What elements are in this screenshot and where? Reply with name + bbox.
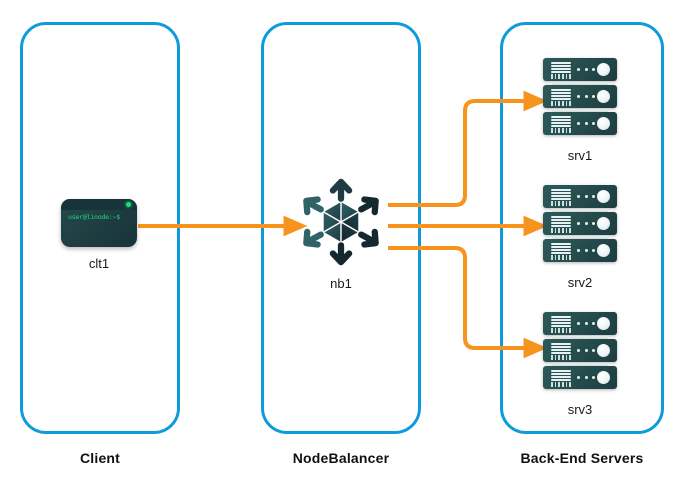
server-vents-icon <box>551 370 571 381</box>
terminal-prompt-text: user@linode:~$ <box>68 213 120 221</box>
nodebalancer-hex-core <box>322 200 360 244</box>
terminal-icon[interactable]: user@linode:~$ <box>61 199 137 247</box>
server-unit <box>543 112 617 135</box>
server-dots-icon <box>577 249 595 252</box>
server-ticks-icon <box>551 327 571 333</box>
nodebalancer-icon[interactable] <box>296 177 386 267</box>
server-dots-icon <box>577 376 595 379</box>
node-label-srv2: srv2 <box>567 275 593 290</box>
nodebalancer-arrows <box>303 178 379 266</box>
zone-servers <box>500 22 664 434</box>
server-ticks-icon <box>551 354 571 360</box>
server-led-icon <box>597 244 610 257</box>
server-ticks-icon <box>551 200 571 206</box>
node-label-nb1: nb1 <box>330 276 352 291</box>
server-led-icon <box>597 190 610 203</box>
server-vents-icon <box>551 62 571 73</box>
zone-label-nodebalancer: NodeBalancer <box>292 450 390 466</box>
server-dots-icon <box>577 222 595 225</box>
zone-client <box>20 22 180 434</box>
server-rack-icon-srv3[interactable] <box>543 312 617 390</box>
server-rail <box>552 336 608 339</box>
server-unit <box>543 366 617 389</box>
zone-label-servers: Back-End Servers <box>520 450 644 466</box>
server-rack-icon-srv2[interactable] <box>543 185 617 263</box>
server-ticks-icon <box>551 73 571 79</box>
server-led-icon <box>597 371 610 384</box>
server-dots-icon <box>577 95 595 98</box>
server-rail <box>552 363 608 366</box>
server-dots-icon <box>577 122 595 125</box>
node-label-srv1: srv1 <box>567 148 593 163</box>
server-vents-icon <box>551 243 571 254</box>
server-unit <box>543 312 617 335</box>
server-vents-icon <box>551 116 571 127</box>
server-vents-icon <box>551 343 571 354</box>
server-unit <box>543 239 617 262</box>
terminal-status-dot-icon <box>126 202 131 207</box>
server-ticks-icon <box>551 127 571 133</box>
server-unit <box>543 85 617 108</box>
server-rack-icon-srv1[interactable] <box>543 58 617 136</box>
server-dots-icon <box>577 322 595 325</box>
zone-label-client: Client <box>79 450 121 466</box>
server-unit <box>543 185 617 208</box>
server-led-icon <box>597 317 610 330</box>
server-ticks-icon <box>551 227 571 233</box>
server-unit <box>543 58 617 81</box>
server-dots-icon <box>577 195 595 198</box>
server-dots-icon <box>577 349 595 352</box>
server-led-icon <box>597 344 610 357</box>
server-unit <box>543 339 617 362</box>
terminal-title-bar <box>61 199 137 210</box>
server-rail <box>552 82 608 85</box>
server-rail <box>552 109 608 112</box>
server-led-icon <box>597 90 610 103</box>
node-label-clt1: clt1 <box>88 256 110 271</box>
server-led-icon <box>597 63 610 76</box>
server-ticks-icon <box>551 254 571 260</box>
server-vents-icon <box>551 216 571 227</box>
server-ticks-icon <box>551 100 571 106</box>
server-vents-icon <box>551 189 571 200</box>
server-dots-icon <box>577 68 595 71</box>
server-unit <box>543 212 617 235</box>
server-vents-icon <box>551 316 571 327</box>
server-rail <box>552 209 608 212</box>
node-label-srv3: srv3 <box>567 402 593 417</box>
server-led-icon <box>597 117 610 130</box>
zone-nodebalancer <box>261 22 421 434</box>
server-vents-icon <box>551 89 571 100</box>
server-ticks-icon <box>551 381 571 387</box>
server-rail <box>552 236 608 239</box>
server-led-icon <box>597 217 610 230</box>
